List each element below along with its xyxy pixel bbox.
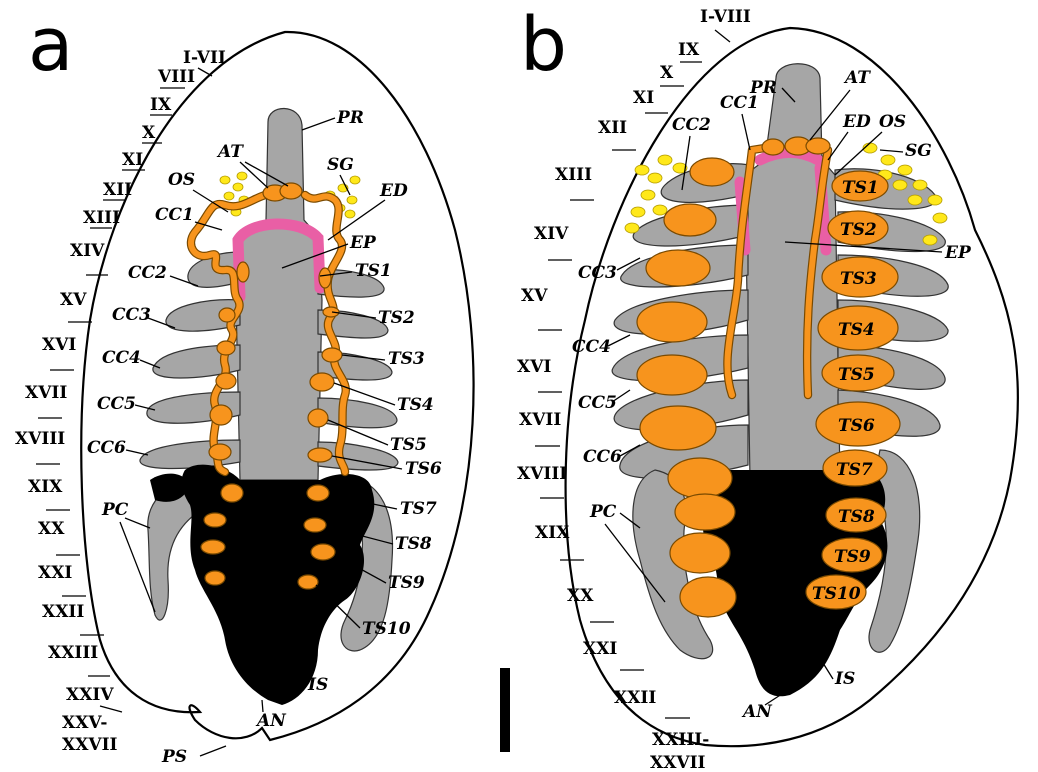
panel-a-letter: a bbox=[28, 2, 73, 88]
seg-label: XI bbox=[633, 88, 654, 108]
label-TS8: TS8 bbox=[838, 507, 875, 527]
panel-b: b bbox=[500, 2, 1018, 772]
label-TS4: TS4 bbox=[397, 395, 434, 415]
label-AT: AT bbox=[216, 142, 244, 162]
label-AT: AT bbox=[843, 68, 871, 88]
label-AN: AN bbox=[741, 702, 773, 722]
label-EP: EP bbox=[944, 243, 972, 263]
seg-label: XXIV bbox=[66, 685, 114, 705]
seg-label: XVII bbox=[519, 410, 561, 430]
panel-b-letter: b bbox=[520, 2, 567, 88]
seg-label: XIII bbox=[555, 165, 592, 185]
label-CC4: CC4 bbox=[572, 337, 611, 357]
label-CC5: CC5 bbox=[97, 394, 136, 414]
label-OS: OS bbox=[168, 170, 195, 190]
label-TS9: TS9 bbox=[388, 573, 425, 593]
seg-label: XIX bbox=[535, 523, 570, 543]
scale-bar bbox=[500, 668, 510, 752]
label-IS: IS bbox=[834, 669, 855, 689]
label-TS3: TS3 bbox=[840, 269, 877, 289]
seg-label: XXI bbox=[38, 563, 72, 583]
seg-label: I-VIII bbox=[700, 7, 751, 27]
label-IS: IS bbox=[307, 675, 328, 695]
seg-label: XII bbox=[598, 118, 627, 138]
seg-label: XVI bbox=[42, 335, 76, 355]
label-TS4: TS4 bbox=[838, 320, 875, 340]
seg-label: XX bbox=[38, 519, 65, 539]
label-PC: PC bbox=[101, 500, 129, 520]
seg-label: XIV bbox=[70, 241, 105, 261]
label-CC2: CC2 bbox=[128, 263, 167, 283]
label-TS8: TS8 bbox=[395, 534, 432, 554]
seg-label: XXVII bbox=[62, 735, 118, 755]
seg-label: IX bbox=[678, 40, 700, 60]
label-TS2: TS2 bbox=[378, 308, 415, 328]
label-TS5: TS5 bbox=[390, 435, 427, 455]
label-TS5: TS5 bbox=[838, 365, 875, 385]
label-EP: EP bbox=[349, 233, 377, 253]
label-TS7: TS7 bbox=[400, 499, 437, 519]
label-PS: PS bbox=[161, 747, 187, 767]
seg-label: IX bbox=[150, 95, 172, 115]
seg-label: I-VII bbox=[183, 48, 226, 68]
label-ED: ED bbox=[842, 112, 871, 132]
label-OS: OS bbox=[879, 112, 906, 132]
seg-label: XIII bbox=[83, 208, 120, 228]
seg-label: XXI bbox=[583, 639, 617, 659]
label-ED: ED bbox=[379, 181, 408, 201]
label-TS3: TS3 bbox=[388, 349, 425, 369]
seg-label: XX bbox=[567, 586, 594, 606]
label-PC: PC bbox=[589, 502, 617, 522]
seg-label: XXV- bbox=[62, 713, 107, 733]
seg-label: X bbox=[142, 123, 156, 143]
label-TS10: TS10 bbox=[812, 584, 861, 604]
label-TS6: TS6 bbox=[838, 416, 875, 436]
seg-label: XVIII bbox=[15, 429, 65, 449]
seg-label: XIX bbox=[28, 477, 63, 497]
label-CC1: CC1 bbox=[155, 205, 194, 225]
label-TS1: TS1 bbox=[842, 178, 879, 198]
label-CC1: CC1 bbox=[720, 93, 759, 113]
panel-a: a bbox=[15, 2, 474, 767]
label-TS9: TS9 bbox=[834, 547, 871, 567]
seg-label: XV bbox=[521, 286, 548, 306]
label-TS1: TS1 bbox=[355, 261, 392, 281]
label-CC3: CC3 bbox=[578, 263, 617, 283]
seg-label: XVIII bbox=[517, 464, 567, 484]
seg-label: XXIII- bbox=[652, 730, 709, 750]
label-CC6: CC6 bbox=[87, 438, 126, 458]
label-PR: PR bbox=[336, 108, 364, 128]
seg-label: XVII bbox=[25, 383, 67, 403]
label-TS2: TS2 bbox=[840, 220, 877, 240]
seg-label: XV bbox=[60, 290, 87, 310]
label-AN: AN bbox=[255, 711, 287, 731]
seg-label: X bbox=[660, 63, 674, 83]
label-SG: SG bbox=[905, 141, 932, 161]
seg-label: XII bbox=[103, 180, 132, 200]
seg-label: XVI bbox=[517, 357, 551, 377]
label-CC6: CC6 bbox=[583, 447, 622, 467]
seg-label: VIII bbox=[157, 67, 195, 87]
seg-label: XXIII bbox=[48, 643, 98, 663]
seg-label: XXII bbox=[614, 688, 656, 708]
seg-label: XXII bbox=[42, 602, 84, 622]
label-SG: SG bbox=[327, 155, 354, 175]
label-CC5: CC5 bbox=[578, 393, 617, 413]
seg-label: XIV bbox=[534, 224, 569, 244]
label-TS10: TS10 bbox=[362, 619, 411, 639]
label-CC3: CC3 bbox=[112, 305, 151, 325]
label-CC2: CC2 bbox=[672, 115, 711, 135]
label-CC4: CC4 bbox=[102, 348, 141, 368]
seg-label: XXVII bbox=[650, 753, 706, 772]
seg-label: XI bbox=[122, 150, 143, 170]
label-TS7: TS7 bbox=[836, 460, 873, 480]
label-TS6: TS6 bbox=[405, 459, 442, 479]
